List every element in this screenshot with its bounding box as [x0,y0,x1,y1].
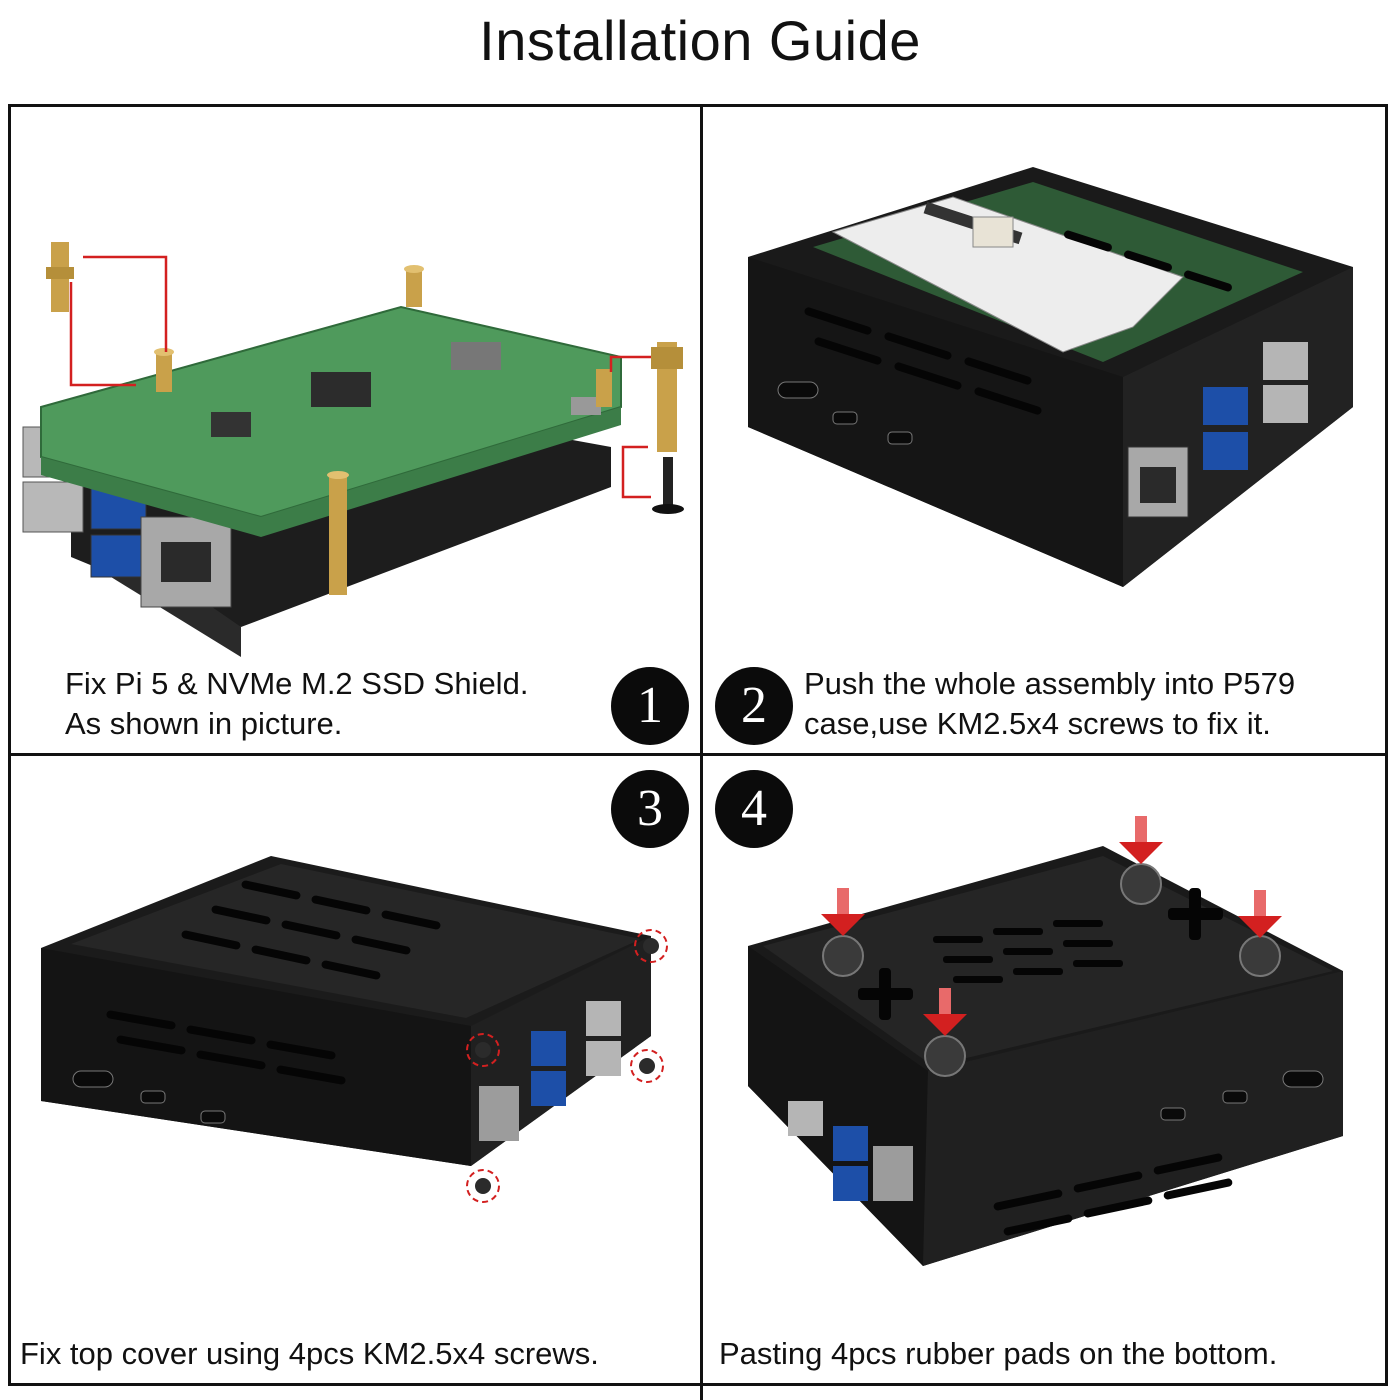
page-title: Installation Guide [479,9,921,72]
step-1-caption-line-2: As shown in picture. [65,706,343,741]
step-1-caption-line-1: Fix Pi 5 & NVMe M.2 SSD Shield. [65,666,529,701]
step-2-caption: Push the whole assembly into P579 case,u… [804,664,1295,744]
grid-divider-vertical [700,104,703,1400]
rubber-pads-bottom-photo [748,816,1343,1266]
grid-divider-horizontal [8,753,1388,756]
step-3-caption: Fix top cover using 4pcs KM2.5x4 screws. [20,1336,599,1371]
top-cover-screws-photo [41,856,668,1203]
pi5-ssd-shield-photo [22,242,684,657]
step-3-panel: 3 [11,756,700,1383]
step-4-caption: Pasting 4pcs rubber pads on the bottom. [719,1336,1278,1371]
step-1-caption: Fix Pi 5 & NVMe M.2 SSD Shield. As shown… [65,664,528,744]
steps-grid [8,104,1388,1386]
step-2-panel: 2 Push the whole assembly into P579 case… [703,107,1385,753]
assembly-in-case-photo [748,167,1353,587]
step-1-panel: Fix Pi 5 & NVMe M.2 SSD Shield. As shown… [11,107,700,753]
step-4-number-badge: 4 [715,770,793,848]
step-4-panel: 4 [703,756,1385,1383]
step-2-number-badge: 2 [715,667,793,745]
step-1-number-badge: 1 [611,667,689,745]
step-2-caption-line-1: Push the whole assembly into P579 [804,666,1296,701]
step-3-number-badge: 3 [611,770,689,848]
step-2-caption-line-2: case,use KM2.5x4 screws to fix it. [804,706,1271,741]
